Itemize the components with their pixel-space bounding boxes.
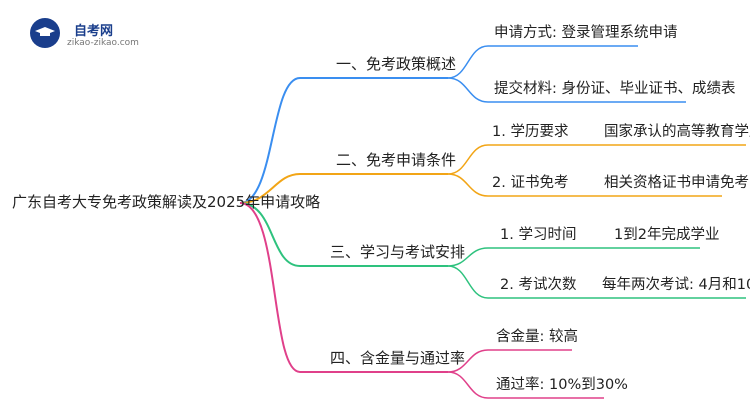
leaf-3-2-detail: 每年两次考试: 4月和10月 (602, 277, 750, 293)
link-leaf-1-2 (447, 77, 686, 103)
link-leaf-4-2 (447, 371, 604, 399)
link-leaf-3-1 (447, 247, 700, 267)
link-leaf-2-2 (447, 173, 722, 197)
leaf-4-2: 通过率: 10%到30% (496, 377, 628, 393)
link-branch-1 (239, 77, 448, 204)
branch-2-label: 二、免考申请条件 (336, 151, 457, 169)
leaf-4-1: 含金量: 较高 (496, 329, 578, 345)
link-leaf-4-1 (447, 349, 572, 373)
leaf-2-2-detail: 相关资格证书申请免考 (604, 175, 749, 191)
link-leaf-1-1 (447, 45, 638, 79)
leaf-1-1: 申请方式: 登录管理系统申请 (494, 25, 678, 41)
leaf-2-2: 2. 证书免考 (492, 175, 569, 191)
leaf-3-1-detail: 1到2年完成学业 (614, 227, 720, 243)
link-branch-3 (239, 202, 448, 267)
leaf-2-1-detail: 国家承认的高等教育学历 (604, 124, 750, 140)
logo-url: zikao-zikao.com (67, 38, 139, 48)
leaf-3-2: 2. 考试次数 (500, 277, 577, 293)
root-topic: 广东自考大专免考政策解读及2025年申请攻略 (12, 193, 321, 211)
branch-1-label: 一、免考政策概述 (336, 55, 457, 73)
link-branch-2 (239, 173, 448, 204)
leaf-2-1: 1. 学历要求 (492, 124, 569, 140)
link-leaf-2-1 (447, 144, 746, 175)
leaf-3-1: 1. 学习时间 (500, 227, 577, 243)
branch-4-label: 四、含金量与通过率 (330, 349, 466, 367)
site-logo[interactable]: 自考网 zikao-zikao.com (30, 18, 150, 52)
graduation-cap-icon (30, 18, 60, 48)
link-branch-4 (239, 202, 448, 373)
leaf-1-2: 提交材料: 身份证、毕业证书、成绩表 (494, 81, 736, 97)
branch-3-label: 三、学习与考试安排 (330, 243, 466, 261)
link-leaf-3-2 (447, 265, 746, 299)
logo-name: 自考网 (74, 24, 114, 39)
